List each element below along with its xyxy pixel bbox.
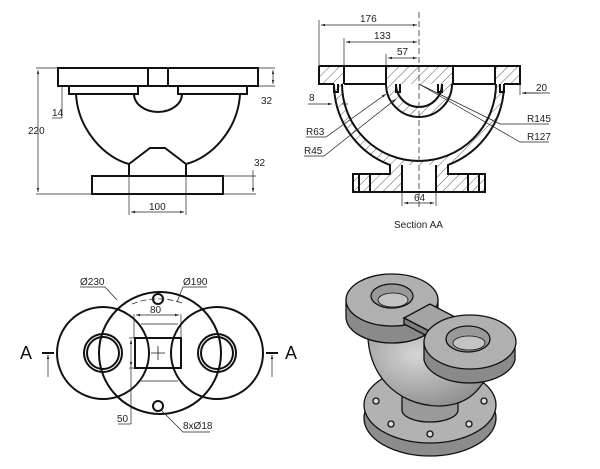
- dim-8: 8: [309, 93, 315, 104]
- bottom-flange: [91, 175, 224, 195]
- dim-80: 80: [150, 305, 162, 316]
- section-mark-left: A: [20, 343, 32, 363]
- dim-32-bottom: 32: [254, 158, 266, 169]
- top-flange: [57, 67, 259, 87]
- dim-r45: R45: [304, 146, 323, 157]
- dim-dia190: Ø190: [183, 277, 208, 288]
- dim-133: 133: [374, 31, 391, 42]
- tab-rect: [134, 337, 182, 369]
- dim-20: 20: [536, 83, 548, 94]
- iso-view: [345, 273, 517, 457]
- dim-176: 176: [360, 14, 377, 25]
- dim-r145: R145: [527, 114, 551, 125]
- section-view: 176 133 57 8 20 R63 R45 R145 R127 64 Sec…: [304, 12, 551, 231]
- left-step: [68, 85, 139, 95]
- inner-arc: [133, 93, 183, 113]
- dim-14: 14: [52, 108, 64, 119]
- right-step: [177, 85, 248, 95]
- dim-50: 50: [117, 414, 129, 425]
- front-view: 220 14 32 32 100: [28, 67, 275, 215]
- bowl-right: [185, 93, 241, 176]
- dim-dia230: Ø230: [80, 277, 105, 288]
- dim-32-top: 32: [261, 96, 273, 107]
- section-title: Section AA: [394, 220, 443, 231]
- dim-57: 57: [397, 47, 409, 58]
- dim-r127: R127: [527, 132, 551, 143]
- dim-64: 64: [414, 193, 426, 204]
- dim-100: 100: [149, 202, 166, 213]
- dim-r63: R63: [306, 127, 325, 138]
- top-view: Ø230 Ø190 80 50 8xØ18 A A: [20, 277, 297, 433]
- section-mark-right: A: [285, 343, 297, 363]
- bowl-left: [75, 93, 130, 176]
- dim-220: 220: [28, 126, 45, 137]
- dim-holes: 8xØ18: [183, 421, 213, 432]
